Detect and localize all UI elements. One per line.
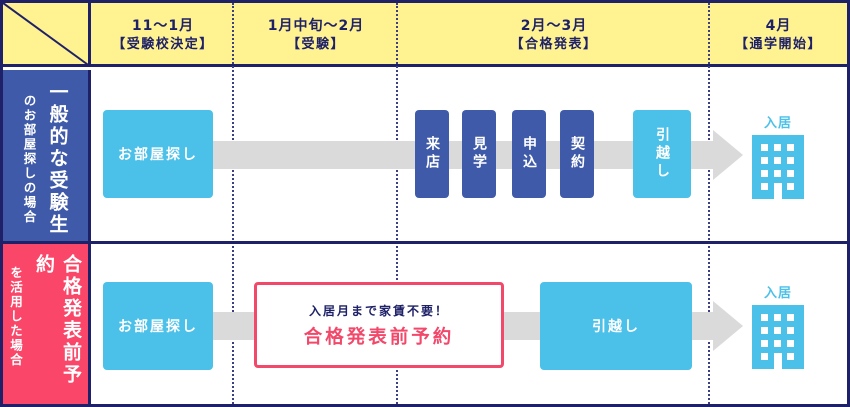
move-in-label: 入居 [763, 116, 792, 131]
header-col-results: 2月〜3月 【合格発表】 [398, 3, 710, 67]
row-divider [3, 241, 847, 244]
column-divider [708, 3, 710, 404]
event-label: 【通学開始】 [734, 36, 822, 52]
header-col-school-start: 4月 【通学開始】 [710, 3, 847, 67]
diagonal-line-icon [3, 3, 88, 67]
row-header-general: 一般的な受験生 のお部屋探しの場合 [3, 70, 91, 241]
building-icon [752, 305, 804, 369]
move-in-marker: 入居 [748, 282, 808, 369]
column-divider [396, 3, 398, 404]
pre-booking-callout: 入居月まで家賃不要！ 合格発表前予約 [254, 282, 504, 368]
event-label: 【合格発表】 [510, 36, 598, 52]
row-title: 一般的な受験生 [46, 82, 69, 236]
header-row: 11〜1月 【受験校決定】 1月中旬〜2月 【受験】 2月〜3月 【合格発表】 … [3, 3, 847, 67]
row-subtitle: を活用した場合 [8, 266, 23, 368]
arrow-head-icon [713, 301, 743, 351]
step-room-search: お部屋探し [103, 110, 213, 198]
step-room-search: お部屋探し [103, 282, 213, 370]
arrow-head-icon [713, 130, 743, 180]
row-title: 合格発表前予約 [33, 254, 82, 386]
row-subtitle: のお部屋探しの場合 [21, 94, 37, 225]
callout-title: 合格発表前予約 [303, 326, 455, 348]
header-corner [3, 3, 91, 67]
step-contract: 契約 [560, 110, 594, 198]
step-viewing: 見学 [462, 110, 496, 198]
step-apply: 申込 [512, 110, 546, 198]
event-label: 【受験】 [286, 36, 345, 52]
building-icon [752, 135, 804, 199]
step-move: 引越し [540, 282, 692, 370]
header-col-decision: 11〜1月 【受験校決定】 [94, 3, 232, 67]
period-label: 4月 [765, 17, 792, 34]
header-col-exam: 1月中旬〜2月 【受験】 [234, 3, 398, 67]
period-label: 2月〜3月 [520, 17, 588, 34]
column-divider [232, 3, 234, 404]
period-label: 1月中旬〜2月 [267, 17, 365, 34]
period-label: 11〜1月 [131, 17, 195, 34]
row-header-pre-booking: 合格発表前予約 を活用した場合 [3, 244, 91, 404]
event-label: 【受験校決定】 [112, 36, 214, 52]
callout-subtitle: 入居月まで家賃不要！ [308, 303, 449, 318]
move-in-label: 入居 [763, 286, 792, 301]
step-move: 引越し [633, 110, 691, 198]
step-visit: 来店 [415, 110, 449, 198]
move-in-marker: 入居 [748, 112, 808, 199]
timeline-arrow-band [203, 141, 713, 169]
